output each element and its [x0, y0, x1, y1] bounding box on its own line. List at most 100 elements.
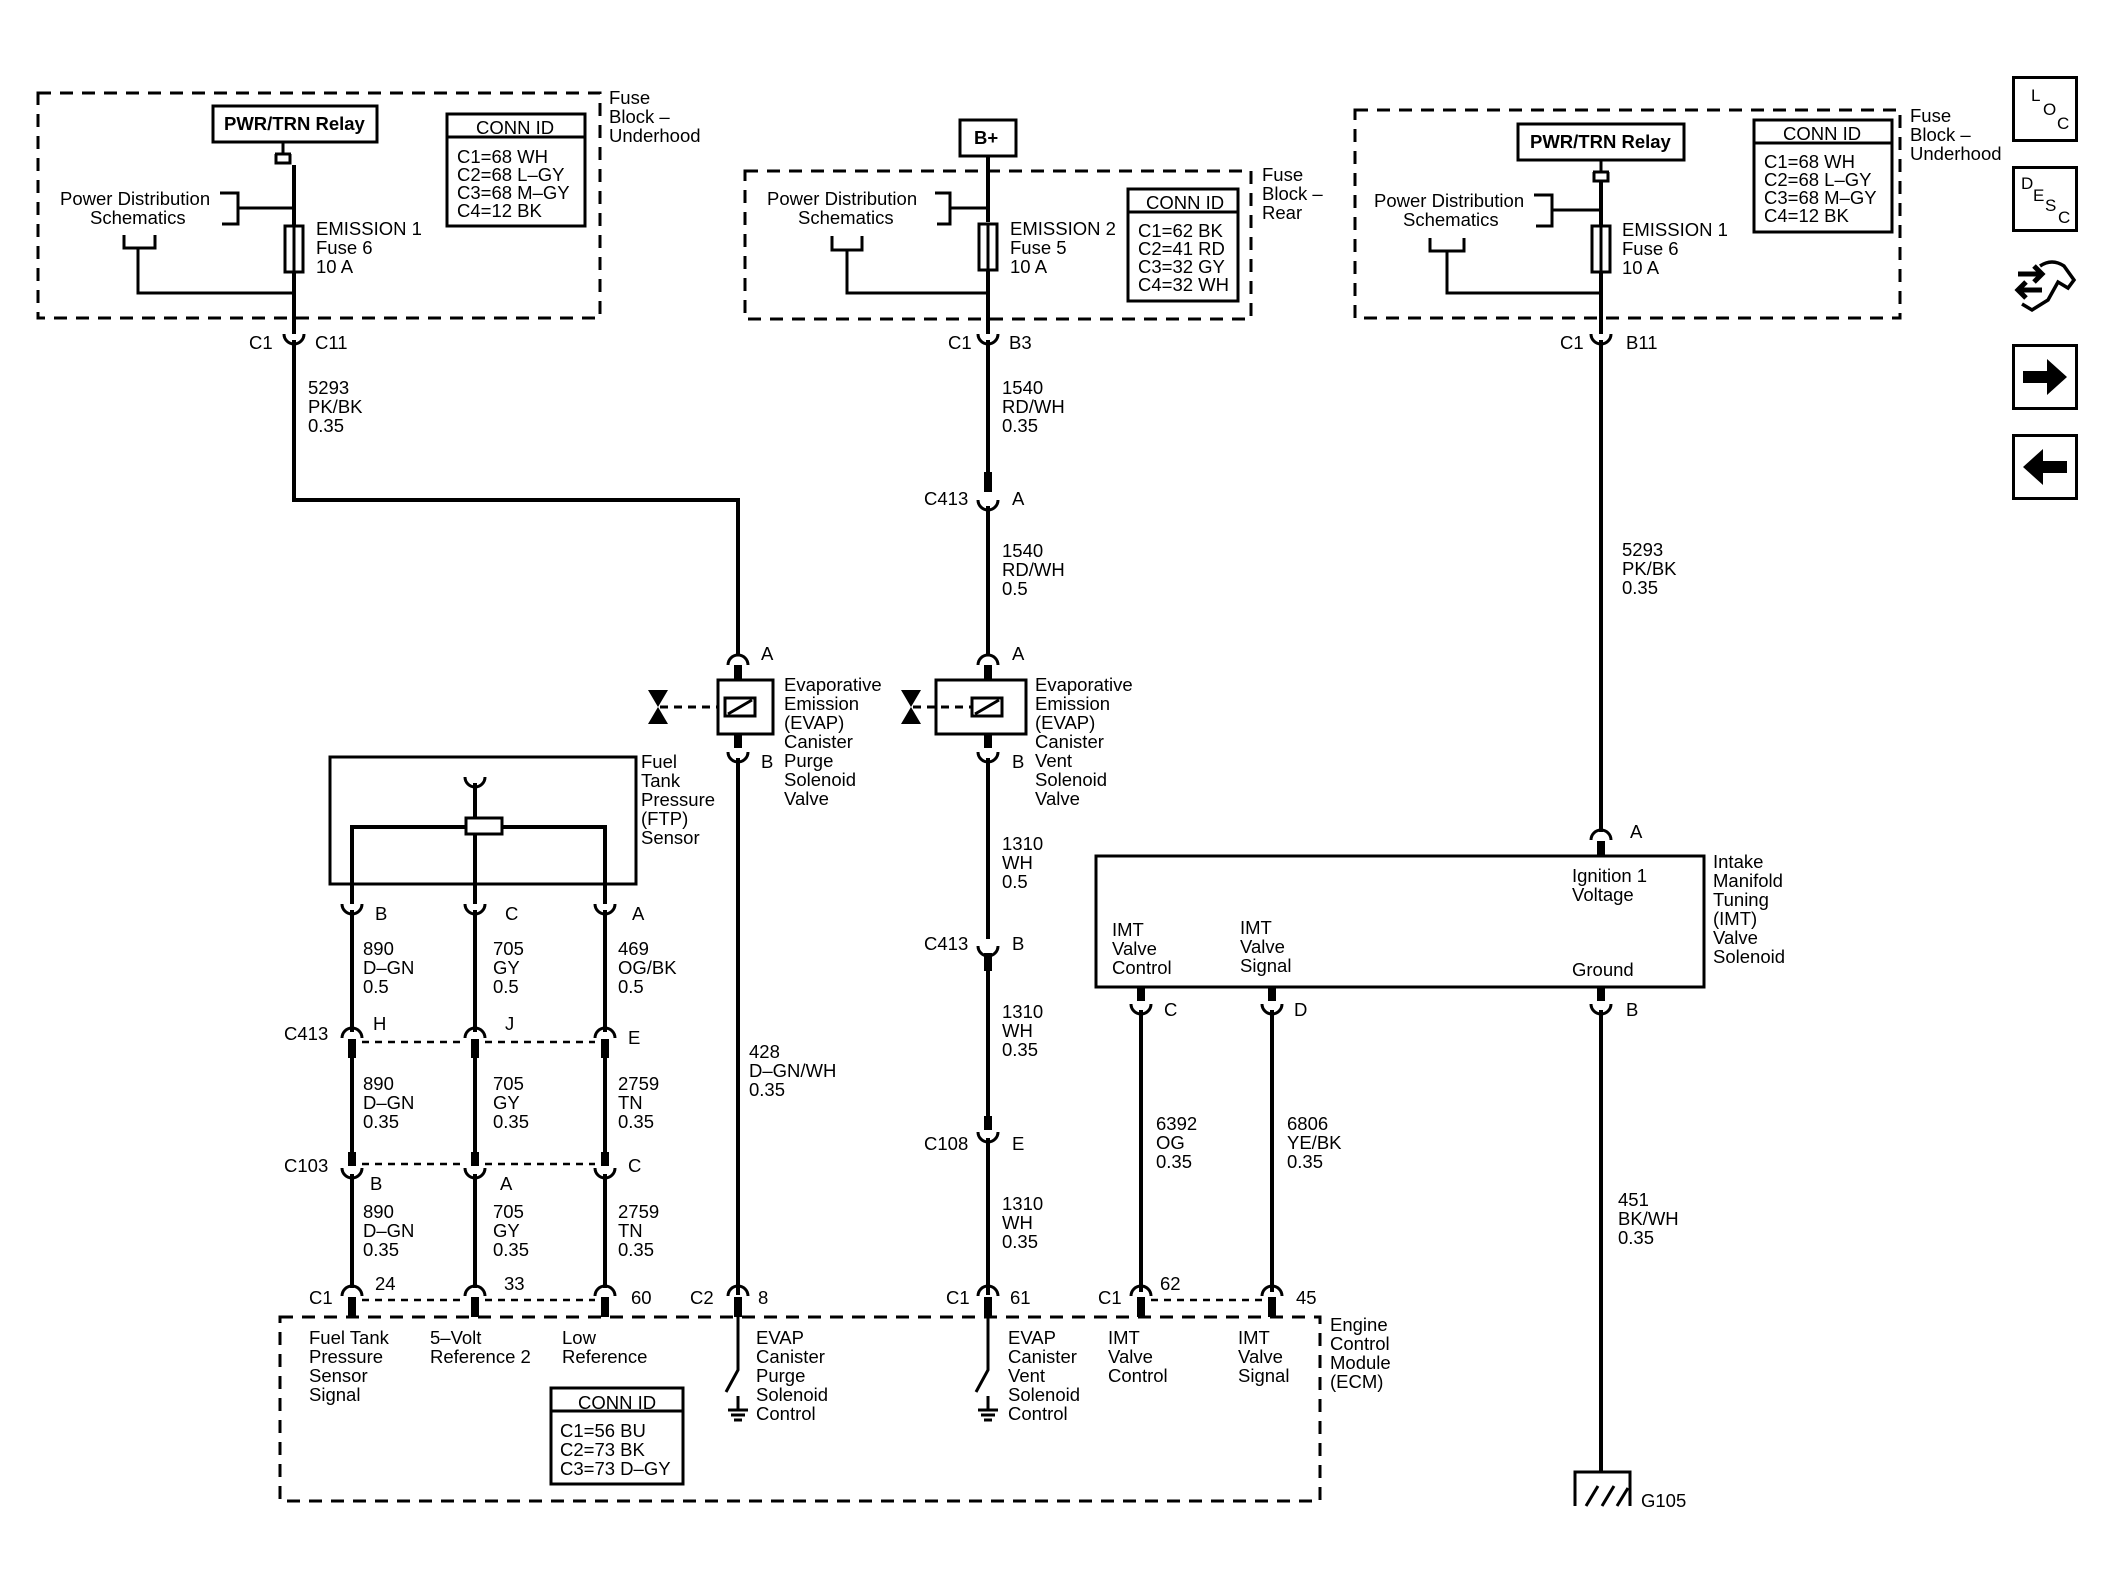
schematic-label: Solenoid — [756, 1384, 828, 1405]
schematic-label: WH — [1002, 1020, 1033, 1041]
schematic-label: 0.5 — [1002, 871, 1028, 892]
schematic-label: Schematics — [1403, 209, 1499, 230]
previous-page-button[interactable] — [2012, 434, 2078, 500]
schematic-label: Control — [1108, 1365, 1168, 1386]
schematic-label: Control — [756, 1403, 816, 1424]
schematic-label: Canister — [784, 731, 853, 752]
schematic-label: 0.35 — [1002, 1231, 1038, 1252]
schematic-label: B — [1012, 933, 1024, 954]
schematic-label: GY — [493, 1220, 520, 1241]
schematic-label: 0.35 — [618, 1111, 654, 1132]
schematic-label: 2759 — [618, 1201, 659, 1222]
schematic-label: Valve — [1238, 1346, 1283, 1367]
fuse-block-underhood-left: Fuse Block – Underhood PWR/TRN Relay CON… — [36, 87, 701, 353]
relay-label: PWR/TRN Relay — [224, 113, 366, 134]
next-page-button[interactable] — [2012, 344, 2078, 410]
schematic-label: 890 — [363, 1201, 394, 1222]
schematic-label: YE/BK — [1287, 1132, 1342, 1153]
schematic-label: Emission — [784, 693, 859, 714]
arrow-left-icon — [2023, 449, 2067, 485]
schematic-label: Valve — [784, 788, 829, 809]
schematic-label: Sensor — [641, 827, 700, 848]
schematic-label: EVAP — [1008, 1327, 1056, 1348]
wire-5293-right: 5293 PK/BK 0.35 A — [1589, 340, 1677, 855]
schematic-label: C — [628, 1155, 641, 1176]
schematic-label: Reference 2 — [430, 1346, 531, 1367]
schematic-label: Canister — [1008, 1346, 1077, 1367]
schematic-label: Pressure — [309, 1346, 383, 1367]
schematic-label: (IMT) — [1713, 908, 1757, 929]
schematic-label: Fuse 6 — [316, 237, 373, 258]
schematic-label: Solenoid — [1008, 1384, 1080, 1405]
schematic-label: 0.35 — [1287, 1151, 1323, 1172]
schematic-label: (FTP) — [641, 808, 688, 829]
schematic-label: 0.5 — [363, 976, 389, 997]
schematic-label: C413 — [924, 488, 968, 509]
schematic-label: C3=68 M–GY — [457, 182, 570, 203]
schematic-label: 0.35 — [1156, 1151, 1192, 1172]
schematic-label: Fuel Tank — [309, 1327, 390, 1348]
schematic-label: Valve — [1108, 1346, 1153, 1367]
schematic-label: 6392 — [1156, 1113, 1197, 1134]
schematic-label: 0.35 — [493, 1239, 529, 1260]
schematic-label: CONN ID — [578, 1392, 656, 1413]
schematic-label: 6806 — [1287, 1113, 1328, 1134]
schematic-label: D — [1294, 999, 1307, 1020]
fuse-block-rear: Fuse Block – Rear B+ CONN ID C1=62 BK C2… — [743, 118, 1323, 353]
description-button[interactable]: D E S C — [2012, 166, 2078, 232]
schematic-label: C1 — [946, 1287, 970, 1308]
schematic-label: E — [628, 1027, 640, 1048]
schematic-label: A — [1012, 643, 1025, 664]
schematic-label: B — [1012, 751, 1024, 772]
schematic-label: 451 — [1618, 1189, 1649, 1210]
schematic-label: 705 — [493, 1073, 524, 1094]
schematic-label: C3=68 M–GY — [1764, 187, 1877, 208]
schematic-label: 5293 — [1622, 539, 1663, 560]
schematic-label: 890 — [363, 938, 394, 959]
schematic-label: C1=62 BK — [1138, 220, 1224, 241]
schematic-label: Power Distribution — [767, 188, 917, 209]
schematic-label: C103 — [284, 1155, 328, 1176]
schematic-label: Canister — [1035, 731, 1104, 752]
schematic-label: B — [375, 903, 387, 924]
schematic-label: EMISSION 2 — [1010, 218, 1116, 239]
schematic-label: C — [1164, 999, 1177, 1020]
schematic-label: C413 — [284, 1023, 328, 1044]
schematic-label: Valve — [1713, 927, 1758, 948]
schematic-label: 60 — [631, 1287, 652, 1308]
schematic-label: Fuse 6 — [1622, 238, 1679, 259]
arrow-right-icon — [2023, 359, 2067, 395]
schematic-label: Ignition 1 — [1572, 865, 1647, 886]
schematic-label: A — [632, 903, 645, 924]
wire-1540: 1540 RD/WH 0.35 C413 A 1540 RD/WH 0.5 — [924, 340, 1065, 655]
schematic-label: Block – — [609, 106, 670, 127]
wire-451-ground: 451 BK/WH 0.35 G105 — [1573, 1010, 1686, 1511]
schematic-label: C1 — [948, 332, 972, 353]
schematic-label: Low — [562, 1327, 597, 1348]
schematic-label: 0.35 — [308, 415, 344, 436]
schematic-label: IMT — [1240, 917, 1272, 938]
schematic-label: (EVAP) — [784, 712, 844, 733]
schematic-label: 705 — [493, 938, 524, 959]
schematic-label: 428 — [749, 1041, 780, 1062]
schematic-label: Underhood — [609, 125, 701, 146]
schematic-label: Control — [1008, 1403, 1068, 1424]
schematic-label: 0.35 — [1618, 1227, 1654, 1248]
schematic-label: Pressure — [641, 789, 715, 810]
connector-repair-icon[interactable] — [2012, 254, 2078, 320]
schematic-label: Voltage — [1572, 884, 1634, 905]
schematic-label: 0.5 — [618, 976, 644, 997]
ecm-module: Engine Control Module (ECM) Fuel Tank Pr… — [278, 1314, 1391, 1503]
fuse-block-underhood-right: Fuse Block – Underhood PWR/TRN Relay CON… — [1353, 105, 2002, 353]
schematic-label: D–GN — [363, 957, 414, 978]
schematic-label: 5–Volt — [430, 1327, 481, 1348]
schematic-label: OG — [1156, 1132, 1185, 1153]
schematic-label: 10 A — [316, 256, 354, 277]
schematic-label: 0.35 — [749, 1079, 785, 1100]
schematic-label: CONN ID — [1783, 123, 1861, 144]
schematic-label: Reference — [562, 1346, 647, 1367]
schematic-label: 890 — [363, 1073, 394, 1094]
schematic-label: Evaporative — [1035, 674, 1133, 695]
location-button[interactable]: L O C — [2012, 76, 2078, 142]
